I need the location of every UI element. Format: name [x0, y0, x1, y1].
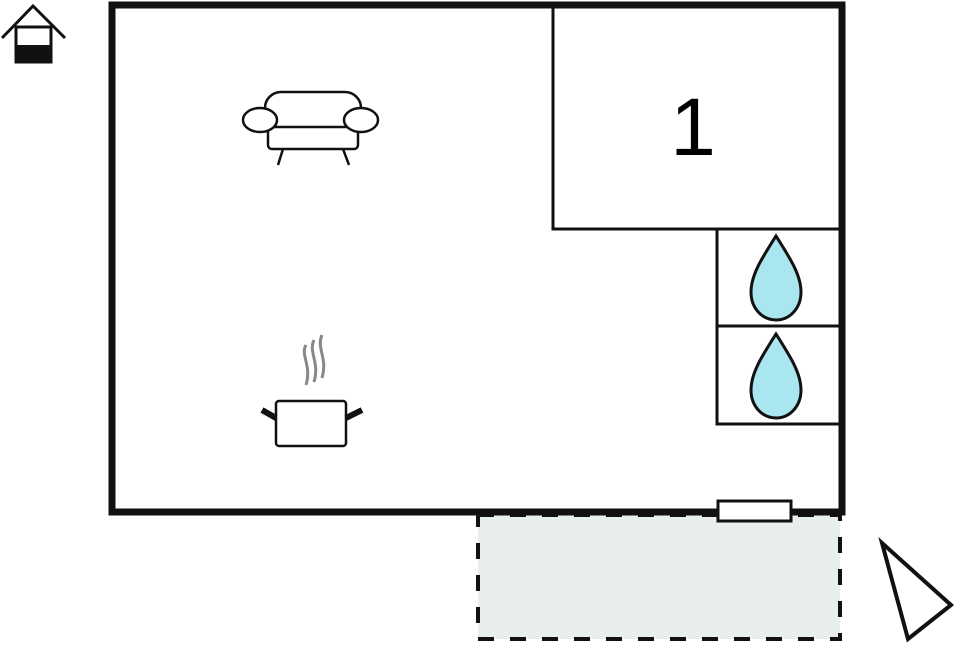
outer-wall: [108, 1, 846, 516]
sofa-icon: [241, 90, 380, 166]
water-drop-icon: [749, 331, 803, 420]
cooking-pot-icon: [260, 334, 364, 448]
water-drop-icon: [749, 233, 803, 322]
north-arrow-icon: [878, 536, 955, 643]
bathroom-1: [715, 227, 842, 426]
house-level-icon: [0, 3, 67, 64]
room-1-label: 1: [670, 82, 716, 173]
room-1: 1: [551, 5, 842, 231]
terrace: [476, 513, 842, 641]
window: [716, 499, 793, 523]
